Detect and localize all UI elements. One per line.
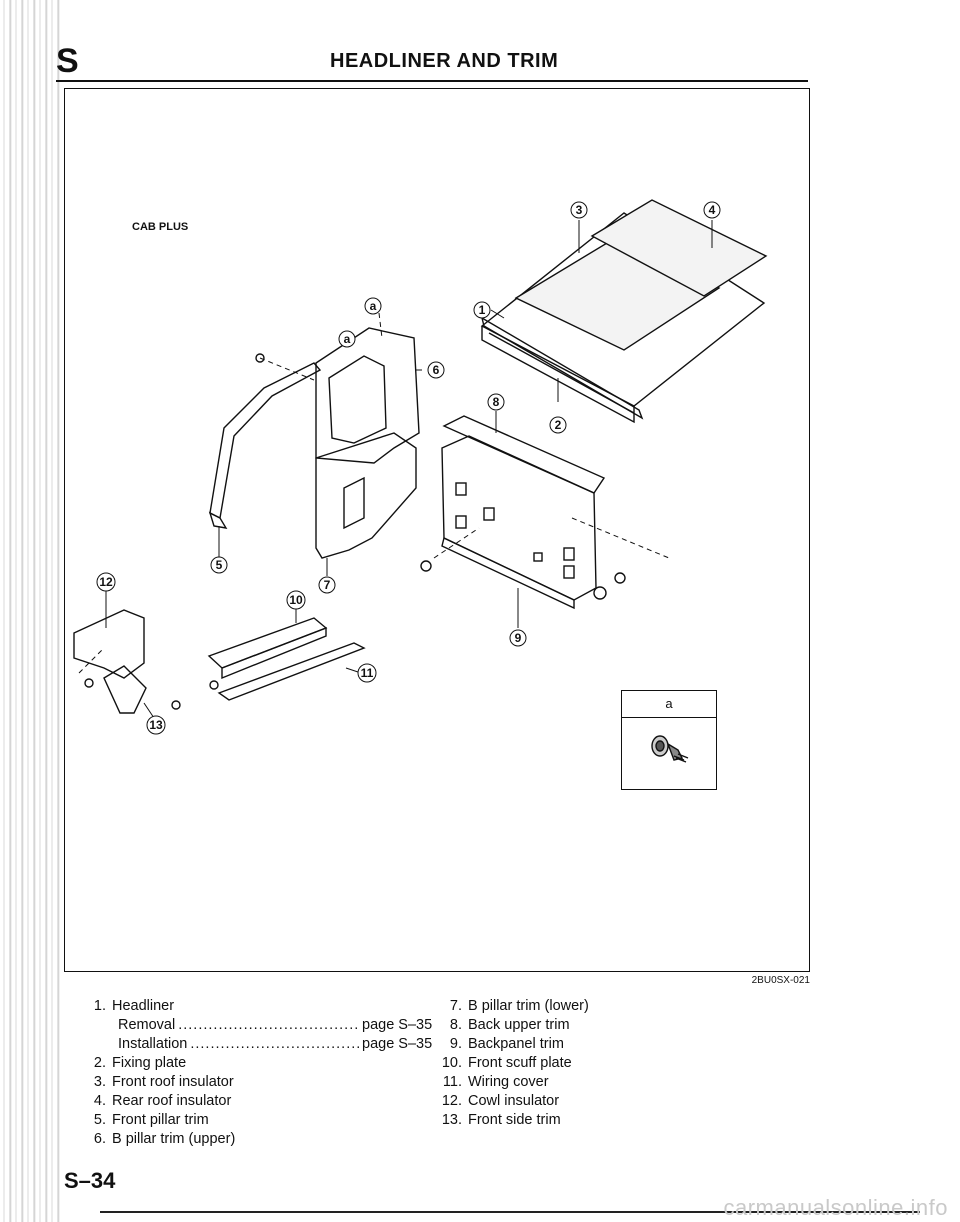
headliner-removal-ref: Removalpage S–35	[84, 1016, 444, 1035]
callout-12: 12	[96, 572, 116, 592]
binding-edge	[0, 0, 62, 1222]
list-item: 10.Front scuff plate	[441, 1055, 572, 1071]
bottom-rule	[100, 1211, 920, 1213]
svg-text:7: 7	[324, 578, 331, 592]
detail-callout-a-1: a	[364, 297, 382, 315]
svg-text:13: 13	[149, 718, 163, 732]
callouts: 3 4 1 6 8 2 5 7 10 12 9 11 13 a a	[96, 201, 721, 735]
callout-13: 13	[146, 715, 166, 735]
list-item: 13.Front side trim	[441, 1112, 561, 1128]
b-pillar-upper-shape	[315, 327, 420, 464]
callout-8: 8	[487, 393, 505, 411]
detail-inset-a: a	[621, 690, 717, 790]
svg-text:2: 2	[555, 418, 562, 432]
variant-label: CAB PLUS	[132, 221, 189, 233]
callout-7: 7	[318, 576, 336, 594]
b-pillar-lower-shape	[315, 432, 417, 559]
fasteners	[84, 353, 626, 710]
dashed-guides	[78, 312, 670, 674]
list-item: 4.Rear roof insulator	[93, 1093, 232, 1109]
svg-text:5: 5	[216, 558, 223, 572]
list-item: 3.Front roof insulator	[93, 1074, 234, 1090]
svg-text:12: 12	[99, 575, 113, 589]
headliner-installation-ref: Installationpage S–35	[84, 1035, 444, 1054]
figure-code: 2BU0SX-021	[751, 975, 810, 986]
backpanel-trim-shape	[441, 435, 597, 610]
callout-1: 1	[473, 301, 491, 319]
title-rule	[56, 80, 808, 82]
svg-text:10: 10	[289, 593, 303, 607]
back-upper-trim-shape	[442, 415, 606, 494]
rear-roof-insulator-shape	[590, 199, 768, 297]
callout-6: 6	[427, 361, 445, 379]
callout-5: 5	[210, 556, 228, 574]
list-item: 5.Front pillar trim	[93, 1112, 209, 1128]
svg-text:9: 9	[515, 631, 522, 645]
screw-grommet-icon	[651, 735, 689, 763]
inset-label: a	[622, 691, 716, 718]
callout-3: 3	[570, 201, 588, 219]
svg-text:1: 1	[479, 303, 486, 317]
exploded-trim-diagram: 3 4 1 6 8 2 5 7 10 12 9 11 13 a a	[73, 199, 768, 735]
list-item: 9.Backpanel trim	[449, 1036, 564, 1052]
callout-4: 4	[703, 201, 721, 219]
wiring-cover-shape	[217, 642, 366, 701]
svg-text:3: 3	[576, 203, 583, 217]
page-title: HEADLINER AND TRIM	[330, 50, 559, 72]
svg-text:11: 11	[361, 666, 374, 680]
callout-2: 2	[549, 416, 567, 434]
detail-callout-a-2: a	[338, 330, 356, 348]
list-item: 2.Fixing plate	[93, 1055, 187, 1071]
figure-frame	[64, 88, 810, 972]
callout-9: 9	[509, 629, 527, 647]
watermark: carmanualsonline.info	[723, 1195, 948, 1220]
callout-10: 10	[286, 590, 306, 610]
leader-lines	[105, 220, 713, 719]
list-item: 11.Wiring cover	[442, 1074, 549, 1090]
front-scuff-plate-shape	[207, 617, 328, 680]
fixing-plate-shape	[480, 316, 644, 420]
parts-list-column-2: 7.B pillar trim (lower) 8.Back upper tri…	[440, 997, 680, 1130]
svg-text:a: a	[370, 299, 377, 313]
cowl-insulator-shape	[73, 609, 145, 679]
list-item: 1.Headliner	[93, 998, 175, 1014]
svg-text:6: 6	[433, 363, 440, 377]
svg-text:a: a	[344, 332, 351, 346]
svg-text:8: 8	[493, 395, 500, 409]
front-side-trim-shape	[103, 665, 147, 714]
list-item: 7.B pillar trim (lower)	[449, 998, 589, 1014]
list-item: 6.B pillar trim (upper)	[93, 1131, 236, 1147]
list-item: 8.Back upper trim	[449, 1017, 570, 1033]
front-pillar-trim-shape	[208, 362, 322, 529]
parts-list-column-1: 1.Headliner Removalpage S–35 Installatio…	[84, 997, 444, 1149]
section-mark: S	[56, 42, 79, 80]
page-number: S–34	[64, 1168, 116, 1193]
list-item: 12.Cowl insulator	[441, 1093, 560, 1109]
svg-text:4: 4	[709, 203, 716, 217]
callout-11: 11	[357, 663, 377, 683]
